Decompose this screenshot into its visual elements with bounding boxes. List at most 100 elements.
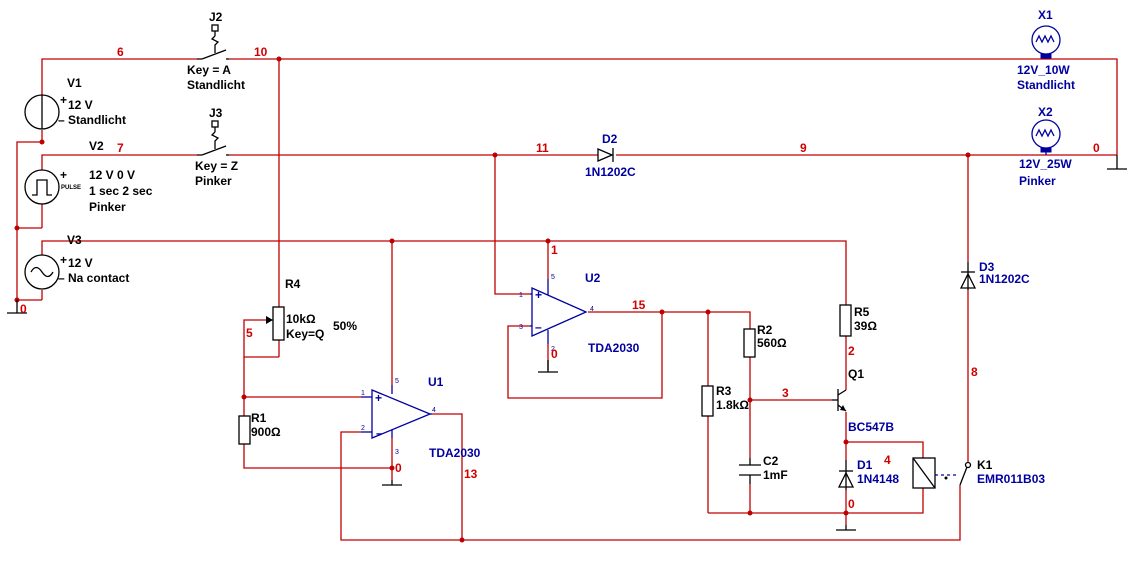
r1-ref: R1 (251, 411, 267, 425)
x1-desc: Standlicht (1017, 78, 1075, 92)
u1-pin5: 5 (395, 378, 399, 385)
opamp-u1[interactable]: + – 1 2 3 4 5 U1 TDA2030 (361, 375, 481, 460)
j3-key: Key = Z (195, 159, 238, 173)
net-15: 15 (632, 298, 646, 312)
svg-text:+: + (60, 253, 67, 267)
k1-ref: K1 (977, 458, 993, 472)
x1-ref: X1 (1038, 8, 1053, 22)
r5-ref: R5 (854, 305, 870, 319)
lamp-x2[interactable]: X2 12V_25W Pinker (1019, 105, 1072, 188)
r2-ref: R2 (757, 323, 773, 337)
x2-desc: Pinker (1019, 174, 1056, 188)
j3-desc: Pinker (195, 174, 232, 188)
r1-value: 900Ω (251, 425, 281, 439)
u1-value: TDA2030 (429, 446, 481, 460)
net-5: 5 (246, 326, 253, 340)
capacitor-c2[interactable]: C2 1mF (739, 454, 788, 484)
resistor-r3[interactable]: R3 1.8kΩ (701, 384, 749, 417)
source-v1[interactable]: + – V1 12 V Standlicht (24, 76, 126, 130)
junctions (14, 56, 971, 543)
u1-ref: U1 (428, 375, 444, 389)
diode-d1[interactable]: D1 1N4148 (837, 458, 899, 490)
v2-ref: V2 (89, 139, 104, 153)
diode-d3[interactable]: D3 1N1202C (959, 260, 1030, 290)
v3-value: 12 V (68, 256, 93, 270)
u1-pin3: 3 (395, 449, 399, 456)
v3-ref: V3 (67, 233, 82, 247)
d1-ref: D1 (857, 458, 873, 472)
net-6: 6 (117, 45, 124, 59)
net-2: 2 (848, 344, 855, 358)
opamp-u2[interactable]: + – 1 3 2 4 5 U2 TDA2030 (519, 271, 640, 355)
u2-pin2: 2 (551, 346, 555, 353)
v2-pulse: PULSE (61, 185, 81, 191)
net-4: 4 (884, 453, 891, 467)
svg-text:+: + (60, 168, 67, 182)
relay-k1[interactable]: K1 EMR011B03 (912, 457, 1045, 489)
u2-value: TDA2030 (588, 341, 640, 355)
r4-percent: 50% (333, 319, 357, 333)
v2-desc: Pinker (89, 200, 126, 214)
q1-ref: Q1 (848, 367, 864, 381)
v3-desc: Na contact (68, 271, 129, 285)
source-v2[interactable]: + PULSE V2 12 V 0 V 1 sec 2 sec Pinker (24, 139, 153, 214)
net-8: 8 (971, 365, 978, 379)
svg-text:+: + (60, 93, 67, 107)
x2-ref: X2 (1038, 105, 1053, 119)
diode-d2[interactable]: D2 1N1202C (585, 132, 636, 179)
net-9: 9 (800, 141, 807, 155)
source-v3[interactable]: + – V3 12 V Na contact (24, 233, 129, 290)
wires (16, 58, 1118, 541)
j3-ref: J3 (209, 106, 223, 120)
u1-pin4: 4 (432, 407, 436, 414)
d3-value: 1N1202C (979, 272, 1030, 286)
switch-j3[interactable]: J3 Key = Z Pinker (195, 106, 238, 188)
r3-value: 1.8kΩ (716, 398, 749, 412)
x1-value: 12V_10W (1017, 63, 1070, 77)
svg-text:+: + (375, 391, 382, 405)
r4-ref: R4 (285, 277, 301, 291)
v2-value: 12 V 0 V (89, 168, 135, 182)
resistor-r5[interactable]: R5 39Ω (839, 304, 877, 337)
net-3: 3 (782, 386, 789, 400)
u1-pin1: 1 (361, 390, 365, 397)
j2-ref: J2 (209, 10, 223, 24)
ground-symbols (7, 155, 1127, 531)
net-7: 7 (117, 141, 124, 155)
r2-value: 560Ω (757, 336, 787, 350)
j2-desc: Standlicht (187, 78, 245, 92)
c2-value: 1mF (763, 468, 788, 482)
net-1: 1 (551, 243, 558, 257)
net-0-u1: 0 (395, 461, 402, 475)
resistor-r2[interactable]: R2 560Ω (743, 323, 787, 358)
svg-text:–: – (535, 320, 542, 334)
net-0-right: 0 (1093, 141, 1100, 155)
potentiometer-r4[interactable]: R4 10kΩ Key=Q 50% (266, 277, 357, 341)
net-0-bottom: 0 (848, 497, 855, 511)
transistor-q1[interactable]: Q1 BC547B (832, 367, 894, 434)
net-13: 13 (464, 467, 478, 481)
switch-j2[interactable]: J2 Key = A Standlicht (187, 10, 245, 92)
net-0-u2: 0 (551, 347, 558, 361)
j2-key: Key = A (187, 63, 231, 77)
resistor-r1[interactable]: R1 900Ω (238, 411, 281, 445)
v2-timing: 1 sec 2 sec (89, 184, 153, 198)
svg-text:–: – (376, 426, 383, 440)
svg-text:–: – (58, 113, 65, 127)
q1-value: BC547B (848, 420, 894, 434)
lamp-x1[interactable]: X1 12V_10W Standlicht (1017, 8, 1075, 92)
u2-pin4: 4 (590, 306, 594, 313)
u1-pin2: 2 (361, 425, 365, 432)
r4-value: 10kΩ (286, 312, 316, 326)
u2-pin5: 5 (551, 274, 555, 281)
u2-pin3: 3 (519, 324, 523, 331)
d2-ref: D2 (602, 132, 618, 146)
k1-value: EMR011B03 (977, 472, 1045, 486)
net-10: 10 (254, 45, 268, 59)
svg-text:+: + (535, 288, 542, 302)
u2-pin1: 1 (519, 292, 523, 299)
d2-value: 1N1202C (585, 165, 636, 179)
c2-ref: C2 (763, 454, 779, 468)
d3-ref: D3 (979, 260, 995, 274)
